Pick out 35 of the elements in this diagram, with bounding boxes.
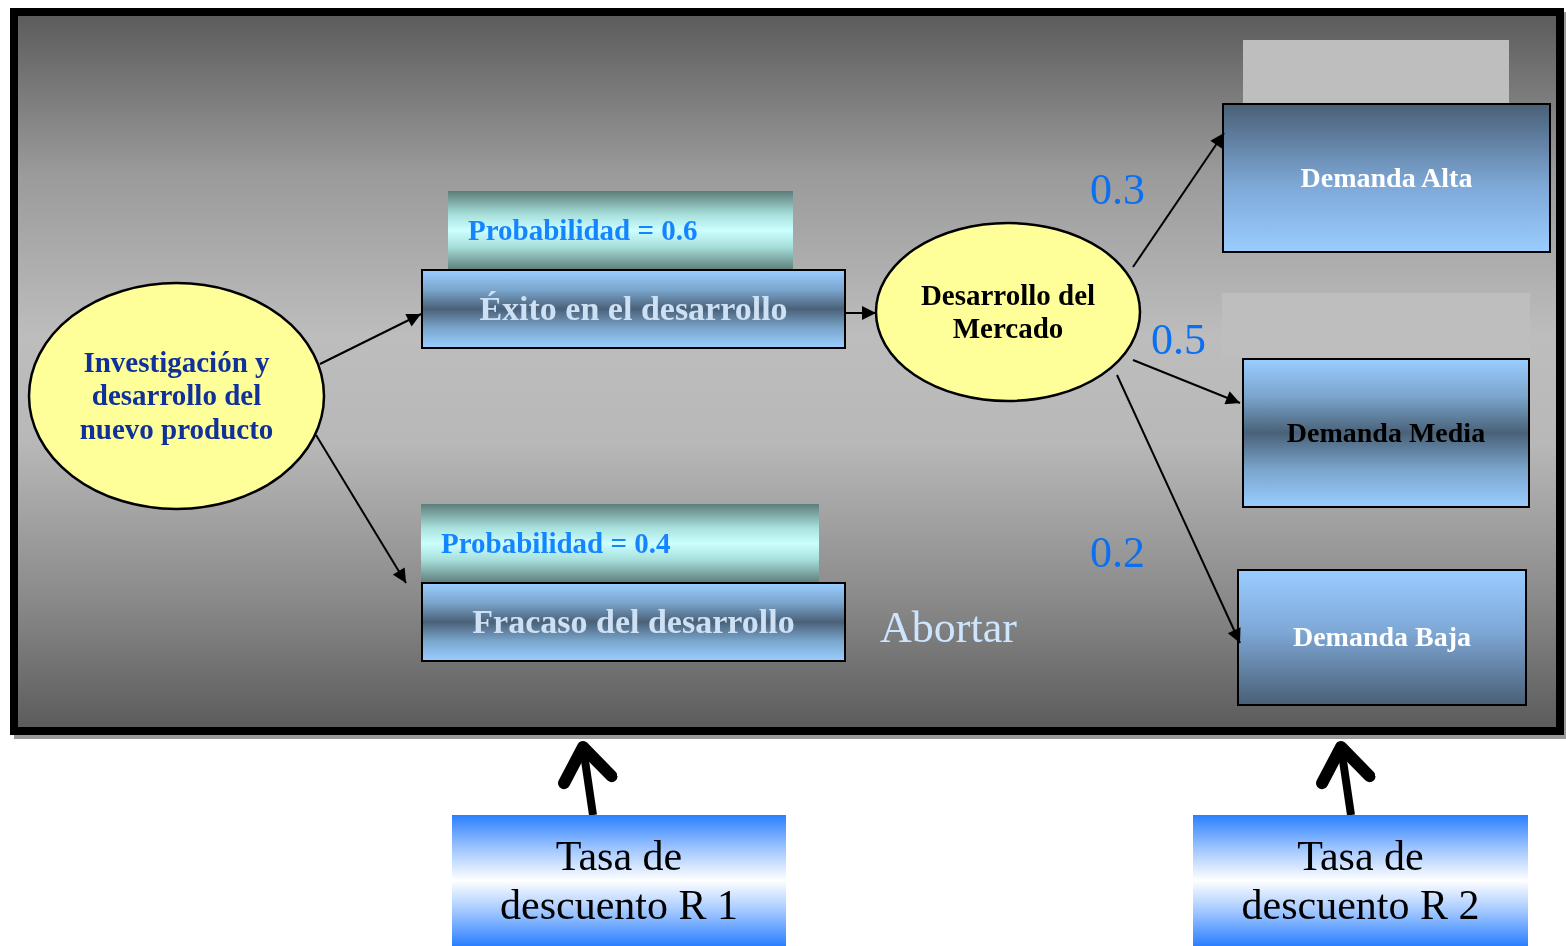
node-label: Demanda Alta: [1300, 161, 1473, 195]
probability-tab: [421, 504, 819, 583]
node-label: Demanda Media: [1286, 416, 1486, 450]
thick-arrow: [558, 741, 618, 816]
node-label: Tasa de descuento R 1: [499, 832, 739, 929]
node-label: Probabilidad = 0.4: [441, 526, 671, 561]
thick-arrow: [1316, 741, 1376, 816]
edge-label: 0.2: [1090, 531, 1145, 575]
discount-rate-box: [1193, 815, 1528, 946]
arrow: [315, 434, 407, 584]
node-label: Tasa de descuento R 2: [1240, 832, 1481, 929]
arrow: [1116, 374, 1241, 644]
outcome-box: [1237, 569, 1527, 706]
arrow: [319, 313, 422, 365]
outcome-box: [421, 269, 846, 349]
discount-rate-box: [452, 815, 786, 946]
node-label: Desarrollo del Mercado: [919, 278, 1097, 346]
node-label: Investigación y desarrollo del nuevo producto: [78, 346, 275, 446]
outcome-box: [1222, 103, 1551, 253]
node-label: Éxito en el desarrollo: [479, 289, 788, 329]
note-text: Abortar: [880, 606, 1017, 650]
node-label: Probabilidad = 0.6: [468, 213, 698, 248]
blank-panel: [1243, 40, 1509, 104]
edge-label: 0.5: [1151, 318, 1206, 362]
node-label: Demanda Baja: [1292, 621, 1472, 654]
probability-tab: [448, 191, 793, 270]
decision-ellipse: [875, 222, 1141, 402]
arrow: [845, 306, 877, 320]
edge-label: 0.3: [1090, 168, 1145, 212]
node-label: Fracaso del desarrollo: [472, 602, 795, 642]
arrow: [1132, 132, 1225, 268]
decision-ellipse: [28, 282, 325, 510]
outcome-box: [421, 582, 846, 662]
outcome-box: [1242, 358, 1530, 508]
arrow: [1132, 359, 1241, 405]
